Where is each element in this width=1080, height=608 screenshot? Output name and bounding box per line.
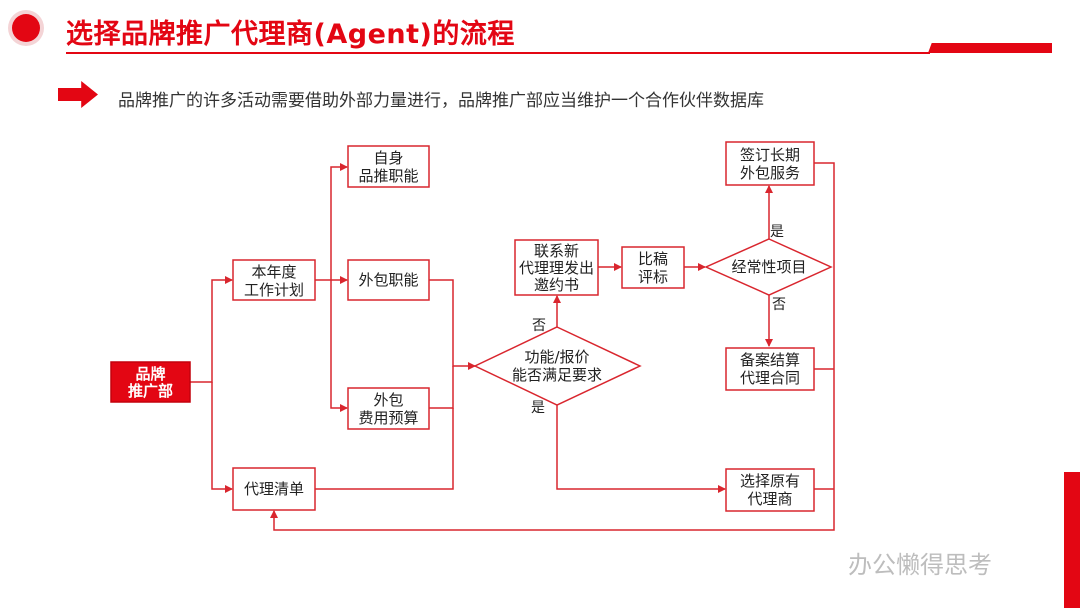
node-long-term-contract-line1: 签订长期 xyxy=(740,146,800,164)
node-outsource-budget: 外包 费用预算 xyxy=(347,387,430,430)
node-file-settlement: 备案结算 代理合同 xyxy=(725,347,815,391)
node-self-function-line1: 自身 xyxy=(373,149,403,167)
side-accent-bar xyxy=(1064,472,1080,608)
node-invite-new-agent-line3: 邀约书 xyxy=(534,276,579,294)
edge-check-yes-to-select xyxy=(556,405,726,493)
decision-check-requirements-line2: 能否满足要求 xyxy=(512,366,602,384)
decision-check-requirements: 功能/报价 能否满足要求 xyxy=(473,326,642,406)
node-invite-new-agent-line1: 联系新 xyxy=(534,242,579,260)
decision-regular-project: 经常性项目 xyxy=(704,238,833,296)
page-title: 选择品牌推广代理商(Agent)的流程 xyxy=(66,19,515,50)
title-rule xyxy=(66,52,930,54)
edge-label-regular-yes: 是 xyxy=(770,224,784,240)
node-outsource-budget-line1: 外包 xyxy=(373,391,403,409)
connectors xyxy=(190,162,835,531)
node-outsource-budget-line2: 费用预算 xyxy=(358,409,418,427)
node-select-existing-agent-line1: 选择原有 xyxy=(740,472,800,490)
node-agent-list-line1: 代理清单 xyxy=(244,480,304,498)
node-annual-plan-line2: 工作计划 xyxy=(244,281,304,299)
node-brand-dept-line2: 推广部 xyxy=(128,382,173,400)
edge-plan-to-budget xyxy=(330,280,348,412)
node-annual-plan: 本年度 工作计划 xyxy=(232,259,316,301)
node-self-function-line2: 品推职能 xyxy=(358,167,418,185)
node-brand-dept-line1: 品牌 xyxy=(135,365,165,383)
title-accent-tab xyxy=(928,43,1052,53)
edge-brand-to-plan xyxy=(190,276,233,383)
node-self-function: 自身 品推职能 xyxy=(347,145,430,188)
edge-label-regular-no: 否 xyxy=(772,297,786,313)
edge-list-to-check xyxy=(315,408,454,490)
header-dot xyxy=(12,14,40,42)
edge-feedback-to-list xyxy=(270,162,835,531)
node-select-existing-agent-line2: 代理商 xyxy=(747,490,792,508)
node-outsource-function: 外包职能 xyxy=(347,259,430,301)
decision-check-requirements-line1: 功能/报价 xyxy=(524,348,589,366)
node-compare-bids-line1: 比稿 xyxy=(638,250,668,268)
edge-budget-to-check xyxy=(429,366,454,409)
edge-label-req-no: 否 xyxy=(532,318,546,334)
edge-brand-to-list xyxy=(211,382,233,493)
edge-outsource-to-check xyxy=(429,279,476,370)
node-long-term-contract-line2: 外包服务 xyxy=(740,164,800,182)
node-brand-dept: 品牌 推广部 xyxy=(110,361,191,403)
node-invite-new-agent: 联系新 代理理发出 邀约书 xyxy=(514,239,599,296)
node-agent-list: 代理清单 xyxy=(232,467,316,511)
node-invite-new-agent-line2: 代理理发出 xyxy=(519,259,594,277)
node-outsource-function-line1: 外包职能 xyxy=(358,271,418,289)
node-select-existing-agent: 选择原有 代理商 xyxy=(725,468,815,512)
node-file-settlement-line1: 备案结算 xyxy=(740,351,800,369)
decision-regular-project-line1: 经常性项目 xyxy=(731,258,806,276)
node-compare-bids: 比稿 评标 xyxy=(621,246,685,289)
node-compare-bids-line2: 评标 xyxy=(638,268,668,286)
edge-plan-to-self xyxy=(315,163,348,281)
edge-label-req-yes: 是 xyxy=(531,400,545,416)
node-long-term-contract: 签订长期 外包服务 xyxy=(725,141,815,186)
watermark: 办公懒得思考 xyxy=(848,551,992,579)
node-annual-plan-line1: 本年度 xyxy=(251,263,296,281)
node-file-settlement-line2: 代理合同 xyxy=(740,369,800,387)
subtitle: 品牌推广的许多活动需要借助外部力量进行，品牌推广部应当维护一个合作伙伴数据库 xyxy=(118,91,764,111)
